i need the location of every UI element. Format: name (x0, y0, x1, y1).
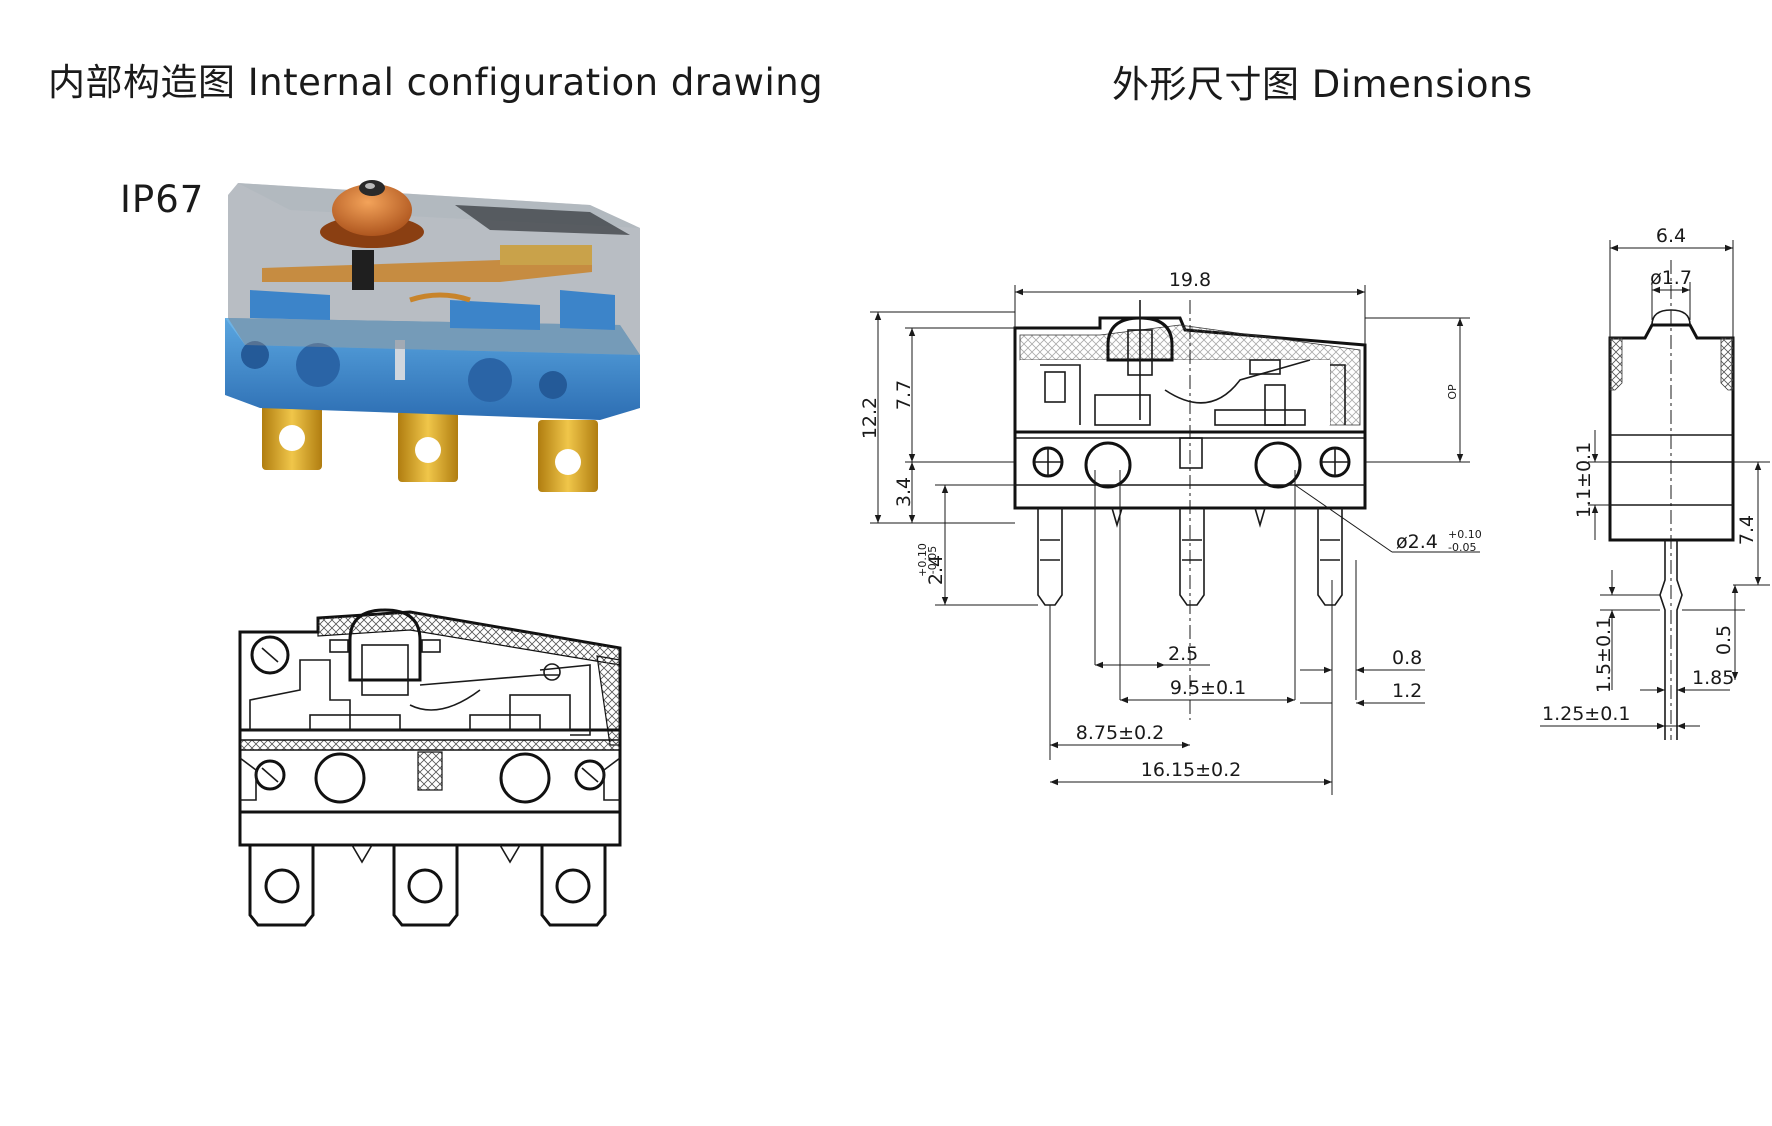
dimensions-title: 外形尺寸图 Dimensions (1112, 63, 1533, 106)
dim-pitch-terminal: 8.75±0.2 (1076, 722, 1164, 744)
dim-mount-hole: ø2.4 (1396, 531, 1438, 553)
dim-plunger-dia: ø1.7 (1650, 267, 1692, 289)
dim-terminal-width: 1.2 (1392, 680, 1422, 702)
ip-rating-label: IP67 (120, 178, 205, 221)
dim-base-height: 3.4 (893, 477, 915, 507)
dim-side-tip: 1.85 (1692, 667, 1734, 689)
dim-side-offset: 1.1±0.1 (1573, 442, 1595, 518)
dim-side-tab: 1.5±0.1 (1593, 617, 1615, 693)
internal-drawing-title: 内部构造图 Internal configuration drawing (48, 61, 824, 104)
dim-terminal-tol-upper: +0.10 (916, 543, 929, 577)
terminal-gold-right (538, 420, 598, 492)
internal-line-drawing (238, 608, 622, 927)
front-dimension-view: 19.8 12.2 7.7 3.4 2.4 +0.10 -0.05 OP ø2.… (859, 269, 1482, 795)
terminal-gold-left (262, 400, 322, 470)
dim-mount-hole-tol-upper: +0.10 (1448, 528, 1482, 541)
dim-overall-length: 19.8 (1169, 269, 1211, 291)
dim-side-position: 1.25±0.1 (1542, 703, 1630, 725)
dim-total-height: 12.2 (859, 397, 881, 439)
dim-housing-height: 7.7 (893, 380, 915, 410)
dim-side-height: 7.4 (1736, 515, 1758, 545)
dim-pitch-small: 2.5 (1168, 643, 1198, 665)
dim-side-width: 6.4 (1656, 225, 1686, 247)
dim-terminal-span: 16.15±0.2 (1141, 759, 1242, 781)
dim-terminal-thickness: 0.8 (1392, 647, 1422, 669)
dim-mount-hole-tol-lower: -0.05 (1448, 541, 1476, 554)
dim-op-label: OP (1446, 384, 1459, 400)
dim-side-tab-length: 0.5 (1713, 625, 1735, 655)
switch-3d-render (225, 180, 640, 492)
side-dimension-view: 6.4 ø1.7 1.1±0.1 7.4 1.5±0.1 0.5 1.85 (1540, 225, 1770, 740)
dim-terminal-length: 2.4 (925, 555, 947, 585)
dim-terminal-tol-lower: -0.05 (926, 546, 939, 574)
terminal-gold-middle (398, 410, 458, 482)
dim-pitch-hole: 9.5±0.1 (1170, 677, 1246, 699)
